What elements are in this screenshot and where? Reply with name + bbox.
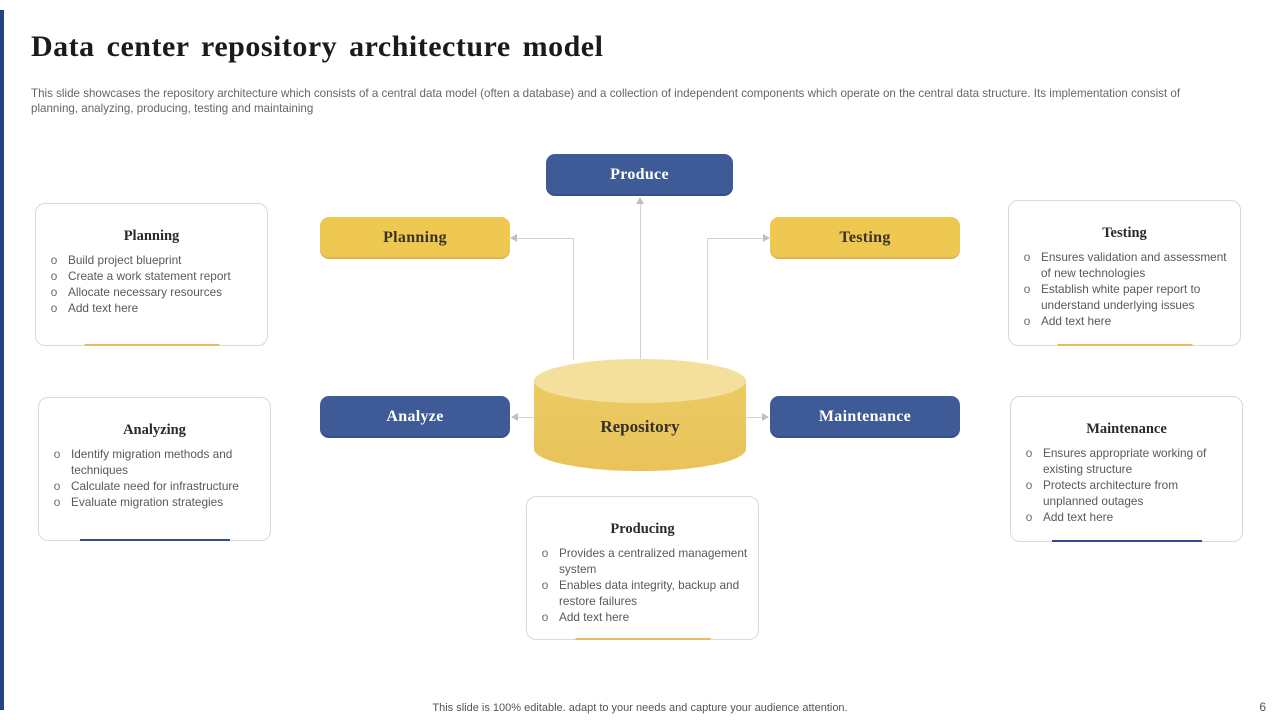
list-item: o Provides a centralized management syste…: [537, 545, 748, 577]
bullet-text: Create a work statement report: [68, 269, 231, 283]
list-item: o Ensures validation and assessment of ne…: [1019, 249, 1230, 281]
bullet-marker: o: [50, 301, 58, 315]
bullet-marker: o: [1025, 478, 1033, 492]
arrowhead-left-analyze: [511, 413, 518, 421]
bullet-text: Evaluate migration strategies: [71, 495, 224, 509]
bullet-marker: o: [50, 285, 58, 299]
list-item: o Allocate necessary resources: [46, 284, 257, 300]
node-maintenance: Maintenance: [770, 396, 960, 438]
bullet-text: Add text here: [559, 610, 630, 624]
card-maintenance: Maintenance o Ensures appropriate working…: [1010, 396, 1243, 542]
connector-planning-horizontal: [513, 238, 574, 239]
node-produce: Produce: [546, 154, 733, 196]
list-item: o Identify migration methods and techniqu…: [49, 446, 260, 478]
repository-label: Repository: [600, 417, 680, 436]
list-item: o Establish white paper report to underst…: [1019, 281, 1230, 313]
card-producing: Producing o Provides a centralized manage…: [526, 496, 759, 640]
bullet-list: o Ensures appropriate working of existing…: [1021, 445, 1232, 525]
footer-note: This slide is 100% editable. adapt to yo…: [432, 702, 848, 714]
card-title: Planning: [123, 228, 180, 244]
bullet-text: Ensures appropriate working of existing …: [1043, 446, 1207, 476]
bullet-marker: o: [50, 253, 58, 267]
page-number: 6: [1259, 700, 1266, 714]
bullet-text: Identify migration methods and technique…: [71, 447, 233, 477]
card-accent-underline: [79, 539, 230, 541]
bullet-marker: o: [1023, 314, 1031, 328]
connector-testing-horizontal: [707, 238, 767, 239]
connector-produce-vertical: [640, 200, 641, 360]
bullet-marker: o: [1023, 250, 1031, 264]
connector-testing-vertical: [707, 238, 708, 360]
bullet-marker: o: [53, 479, 61, 493]
card-title: Producing: [610, 521, 675, 537]
bullet-text: Calculate need for infrastructure: [71, 479, 239, 493]
card-accent-underline: [575, 638, 710, 640]
list-item: o Create a work statement report: [46, 268, 257, 284]
card-title: Maintenance: [1086, 421, 1167, 437]
list-item: o Ensures appropriate working of existing…: [1021, 445, 1232, 477]
left-accent-bar: [0, 10, 4, 710]
bullet-text: Ensures validation and assessment of new…: [1041, 250, 1227, 280]
card-title: Analyzing: [123, 422, 186, 438]
bullet-marker: o: [50, 269, 58, 283]
bullet-text: Add text here: [1041, 314, 1112, 328]
list-item: o Enables data integrity, backup and rest…: [537, 577, 748, 609]
bullet-text: Add text here: [68, 301, 139, 315]
connector-analyze-horizontal: [514, 417, 535, 418]
card-accent-underline: [1051, 540, 1202, 542]
bullet-list: o Ensures validation and assessment of ne…: [1019, 249, 1230, 329]
card-accent-underline: [1057, 344, 1192, 346]
bullet-text: Establish white paper report to understa…: [1041, 282, 1201, 312]
bullet-text: Add text here: [1043, 510, 1114, 524]
card-testing: Testing o Ensures validation and assessme…: [1008, 200, 1241, 346]
bullet-list: o Provides a centralized management syste…: [537, 545, 748, 625]
node-planning: Planning: [320, 217, 510, 259]
connector-maintenance-horizontal: [745, 417, 766, 418]
list-item: o Add text here: [46, 300, 257, 316]
bullet-marker: o: [541, 578, 549, 592]
bullet-marker: o: [53, 495, 61, 509]
page-title: Data center repository architecture mode…: [31, 30, 604, 63]
bullet-marker: o: [541, 546, 549, 560]
arrowhead-right-testing: [763, 234, 770, 242]
bullet-list: o Identify migration methods and techniqu…: [49, 446, 260, 510]
arrowhead-left-planning: [510, 234, 517, 242]
card-analyzing: Analyzing o Identify migration methods an…: [38, 397, 271, 541]
list-item: o Add text here: [1019, 313, 1230, 329]
card-title: Testing: [1102, 225, 1147, 241]
list-item: o Calculate need for infrastructure: [49, 478, 260, 494]
connector-planning-vertical: [573, 238, 574, 360]
slide-description: This slide showcases the repository arch…: [31, 87, 1181, 116]
bullet-marker: o: [1025, 446, 1033, 460]
arrowhead-right-maintenance: [762, 413, 769, 421]
list-item: o Protects architecture from unplanned ou…: [1021, 477, 1232, 509]
bullet-text: Build project blueprint: [68, 253, 182, 267]
bullet-marker: o: [1025, 510, 1033, 524]
list-item: o Add text here: [537, 609, 748, 625]
bullet-marker: o: [1023, 282, 1031, 296]
cylinder-top: [534, 359, 746, 403]
bullet-text: Allocate necessary resources: [68, 285, 223, 299]
list-item: o Build project blueprint: [46, 252, 257, 268]
arrowhead-up-produce: [636, 197, 644, 204]
repository-cylinder: Repository: [534, 359, 746, 471]
bullet-text: Enables data integrity, backup and resto…: [559, 578, 740, 608]
card-accent-underline: [84, 344, 219, 346]
node-analyze: Analyze: [320, 396, 510, 438]
bullet-text: Provides a centralized management system: [559, 546, 748, 576]
bullet-marker: o: [541, 610, 549, 624]
bullet-marker: o: [53, 447, 61, 461]
node-testing: Testing: [770, 217, 960, 259]
list-item: o Evaluate migration strategies: [49, 494, 260, 510]
list-item: o Add text here: [1021, 509, 1232, 525]
bullet-text: Protects architecture from unplanned out…: [1043, 478, 1179, 508]
